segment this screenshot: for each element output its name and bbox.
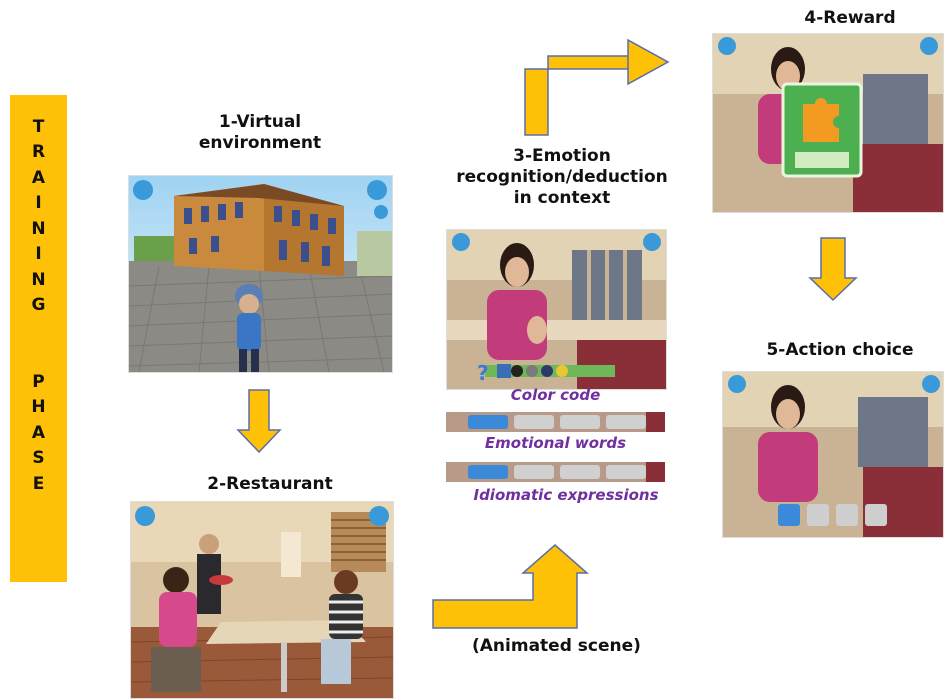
arrow-down-4-to-5: [808, 237, 858, 302]
emotional-words-caption: Emotional words: [484, 434, 627, 452]
phase-letter: A: [31, 168, 46, 188]
step3-title-line: recognition/deduction: [456, 167, 668, 187]
emotional-words-strip: [446, 412, 665, 432]
phase-letter: E: [32, 474, 45, 494]
phase-letter: N: [31, 219, 46, 239]
step1-title-line: environment: [198, 133, 322, 153]
training-phase-bar: T R A I N I N G P H A S E: [10, 95, 67, 582]
restaurant-screenshot: [130, 501, 394, 699]
phase-letter: N: [31, 270, 46, 290]
step2-title: 2-Restaurant: [207, 474, 333, 494]
phase-letter: G: [31, 295, 46, 315]
step3-title: 3-Emotion recognition/deduction in conte…: [452, 146, 672, 209]
idiomatic-expressions-strip: [446, 462, 665, 482]
step1-title-line: 1-Virtual: [218, 112, 302, 132]
animated-scene-label: (Animated scene): [472, 636, 641, 656]
virtual-environment-screenshot: [128, 175, 393, 373]
svg-text:?: ?: [477, 361, 489, 385]
arrow-down-1-to-2: [236, 389, 282, 454]
phase-letter: A: [31, 423, 46, 443]
step1-title: 1-Virtual environment: [170, 112, 350, 154]
action-choice-screenshot: [722, 371, 944, 538]
step5-title: 5-Action choice: [766, 340, 914, 360]
phase-letter: P: [32, 372, 45, 392]
step4-title: 4-Reward: [804, 8, 896, 28]
phase-letter: R: [31, 142, 46, 162]
phase-letter: S: [32, 448, 45, 468]
arrow-bent-3-to-4: [524, 38, 670, 136]
emotion-recognition-screenshot: ?: [446, 229, 667, 390]
idiomatic-expressions-caption: Idiomatic expressions: [473, 486, 659, 504]
step3-title-line: 3-Emotion: [513, 146, 611, 166]
phase-letter: I: [35, 193, 42, 213]
color-code-caption: Color code: [510, 386, 601, 404]
arrow-bent-2-to-3: [432, 544, 589, 629]
step3-title-line: in context: [513, 188, 611, 208]
phase-letter: H: [31, 397, 46, 417]
phase-letter: I: [35, 244, 42, 264]
phase-letter: T: [32, 117, 45, 137]
